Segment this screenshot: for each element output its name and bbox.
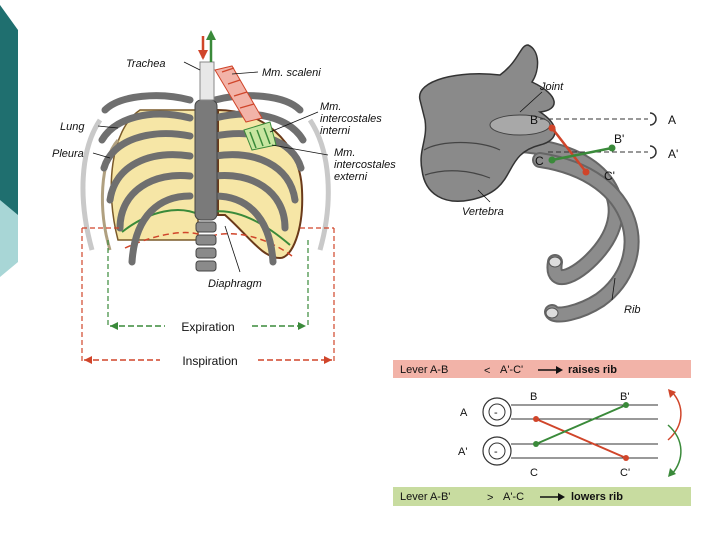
point-C-prime bbox=[582, 168, 590, 176]
label-intercostales-interni-2: intercostales bbox=[320, 113, 382, 125]
lever-box-green-line bbox=[535, 404, 627, 445]
vertebra-body bbox=[419, 44, 556, 202]
ribs-left-side bbox=[211, 92, 307, 266]
joint-A-prime-minus: - bbox=[494, 446, 498, 458]
label-point-C: C bbox=[535, 154, 544, 168]
red-arrowhead bbox=[198, 50, 208, 60]
thorax-illustration: Trachea Mm. scaleni Mm. intercostales in… bbox=[52, 30, 396, 368]
label-point-B: B bbox=[530, 113, 538, 127]
box-label-C: C bbox=[530, 467, 538, 479]
raises-rib-band bbox=[393, 360, 691, 378]
joint-A-minus: - bbox=[494, 407, 498, 419]
lowers-text-2: A'-C bbox=[503, 491, 524, 503]
rotation-icon-A-prime bbox=[649, 145, 657, 159]
lowers-text-3: lowers rib bbox=[571, 491, 623, 503]
label-expiration: Expiration bbox=[181, 320, 234, 334]
raises-text-2: A'-C' bbox=[500, 364, 523, 376]
label-rib: Rib bbox=[624, 304, 641, 316]
rotation-icon-A bbox=[649, 112, 657, 126]
label-lung: Lung bbox=[60, 121, 85, 133]
raises-text-1: Lever A-B bbox=[400, 364, 448, 376]
light-teal-accent-shape bbox=[0, 200, 18, 277]
lever-box-red-line bbox=[535, 418, 627, 459]
slide-side-decoration bbox=[0, 5, 18, 277]
label-inspiration: Inspiration bbox=[182, 354, 237, 368]
label-intercostales-externi-2: intercostales bbox=[334, 159, 396, 171]
box-label-B: B bbox=[530, 391, 537, 403]
vertebra-rib-illustration: Joint Vertebra Rib A A' B B' C C' bbox=[419, 44, 678, 323]
label-intercostales-externi-3: externi bbox=[334, 171, 368, 183]
box-label-A-prime: A' bbox=[458, 446, 467, 458]
label-trachea: Trachea bbox=[126, 58, 166, 70]
label-mm-scaleni: Mm. scaleni bbox=[262, 67, 321, 79]
spine bbox=[195, 221, 217, 272]
lever-green-line bbox=[551, 146, 613, 162]
label-pleura: Pleura bbox=[52, 148, 84, 160]
raise-curved-arrow bbox=[667, 391, 682, 441]
intercostales-hatching bbox=[249, 127, 271, 149]
box-label-B-prime: B' bbox=[620, 391, 629, 403]
label-vertebra: Vertebra bbox=[462, 206, 504, 218]
trachea bbox=[199, 61, 215, 101]
green-arrowhead bbox=[206, 30, 216, 40]
expiration-measure: Expiration bbox=[107, 240, 309, 334]
label-point-B-prime: B' bbox=[614, 132, 624, 146]
label-intercostales-externi-1: Mm. bbox=[334, 147, 355, 159]
label-diaphragm: Diaphragm bbox=[208, 278, 262, 290]
scaleni-hatching bbox=[221, 67, 255, 109]
lowers-text-1: Lever A-B' bbox=[400, 491, 450, 503]
vertebra-leader-lines bbox=[477, 91, 616, 301]
thorax-leader-lines bbox=[92, 61, 329, 273]
point-B-prime bbox=[608, 144, 616, 152]
raises-text-3: raises rib bbox=[568, 364, 617, 376]
raises-symbol: < bbox=[484, 365, 490, 377]
label-joint: Joint bbox=[539, 81, 564, 93]
lever-red-line bbox=[551, 127, 587, 173]
lever-rib-bars bbox=[511, 404, 658, 459]
lower-curved-arrow bbox=[667, 424, 682, 475]
teal-accent-shape bbox=[0, 5, 18, 250]
joint-A-head bbox=[488, 403, 506, 421]
box-label-C-prime: C' bbox=[620, 467, 630, 479]
lever-diagram-box: Lever A-B < A'-C' raises rib Lever A-B' … bbox=[393, 360, 691, 506]
lowers-symbol: > bbox=[487, 492, 493, 504]
sternum bbox=[194, 99, 218, 221]
ribs-right-side bbox=[98, 92, 194, 266]
ribs-outer-faint bbox=[80, 118, 331, 251]
box-label-A: A bbox=[460, 407, 468, 419]
inspiration-measure: Inspiration bbox=[81, 227, 335, 368]
label-intercostales-interni-3: interni bbox=[320, 125, 351, 137]
transverse-process bbox=[489, 114, 551, 136]
label-point-C-prime: C' bbox=[604, 169, 615, 183]
label-axis-A: A bbox=[668, 113, 676, 127]
point-B bbox=[548, 124, 556, 132]
joint-A-prime-head bbox=[488, 442, 506, 460]
point-C bbox=[548, 156, 556, 164]
label-axis-A-prime: A' bbox=[668, 147, 678, 161]
label-intercostales-interni-1: Mm. bbox=[320, 101, 341, 113]
